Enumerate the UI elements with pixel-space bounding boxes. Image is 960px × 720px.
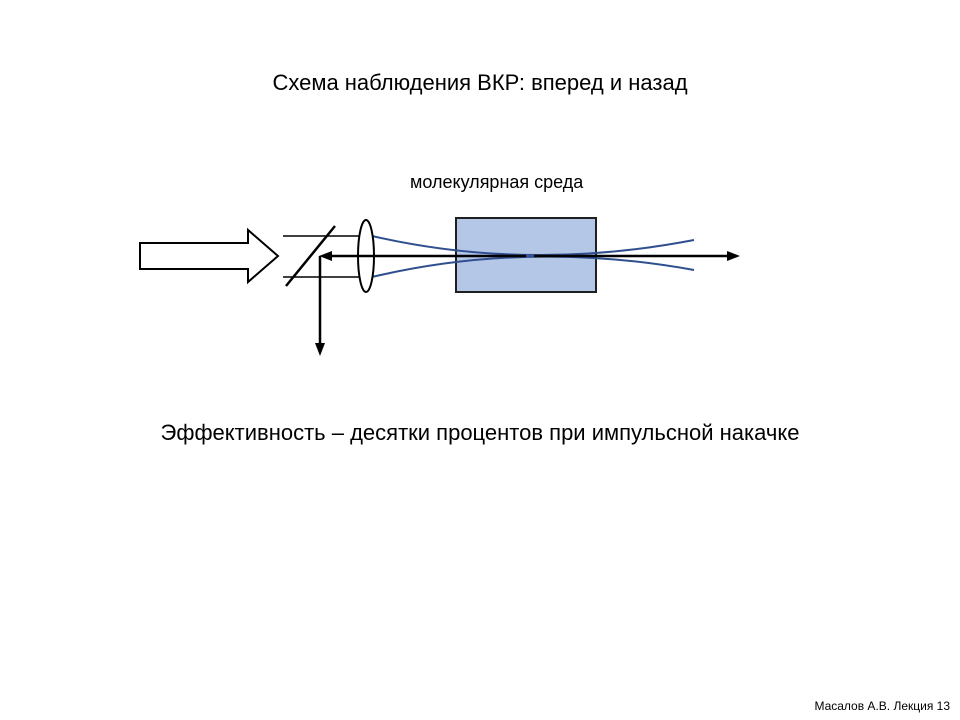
pump-input-arrow xyxy=(139,227,280,285)
beam-contour-lower xyxy=(371,255,695,278)
slide-footer: Масалов А.В. Лекция 13 xyxy=(814,699,950,713)
efficiency-statement: Эффективность – десятки процентов при им… xyxy=(160,420,800,445)
backward-beam-arrowhead xyxy=(319,251,332,261)
forward-beam-arrowhead xyxy=(727,251,740,261)
reflected-beam-arrowhead xyxy=(315,343,325,356)
slide-title: Схема наблюдения ВКР: вперед и назад xyxy=(272,70,688,95)
medium-label: молекулярная среда xyxy=(410,172,584,192)
beam-contour-upper xyxy=(371,235,695,257)
beam-splitter-mirror xyxy=(285,225,336,287)
